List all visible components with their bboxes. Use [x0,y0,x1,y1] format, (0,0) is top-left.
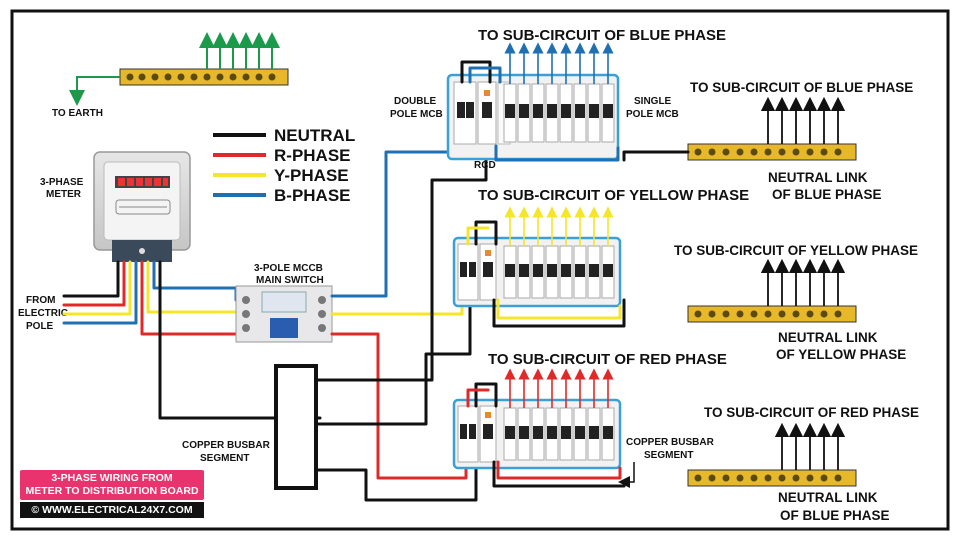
legend-r-phase-label: R-PHASE [274,146,351,165]
link-red-label-2: OF BLUE PHASE [780,508,890,523]
neutral-link-blue [622,96,857,162]
single-pole-label: SINGLE [634,96,672,107]
double-pole-label-2: POLE MCB [390,109,443,120]
from-pole-label: FROM [26,295,55,306]
caption-title-line1: 3-PHASE WIRING FROM [51,472,173,484]
link-blue-label: NEUTRAL LINK [768,170,868,185]
legend-b-phase-label: B-PHASE [274,186,351,205]
top-yellow-heading: TO SUB-CIRCUIT OF YELLOW PHASE [478,187,749,204]
mccb-main-switch [235,285,333,343]
earth-busbar [69,32,289,106]
right-yellow-heading: TO SUB-CIRCUIT OF YELLOW PHASE [674,243,918,258]
double-pole-label: DOUBLE [394,96,437,107]
neutral-link-yellow [687,258,857,323]
red-distribution-board [452,382,626,488]
legend-y-phase-label: Y-PHASE [274,166,349,185]
caption-title: 3-PHASE WIRING FROM METER TO DISTRIBUTIO… [20,470,204,500]
top-red-heading: TO SUB-CIRCUIT OF RED PHASE [488,351,727,368]
busbar-neutral-wires [274,130,488,502]
rcd-label: RCD [474,160,496,171]
link-yellow-label-2: OF YELLOW PHASE [776,347,906,362]
link-red-label: NEUTRAL LINK [778,490,878,505]
from-pole-label-2: ELECTRIC [18,308,68,319]
incoming-wires [62,260,138,325]
energy-meter [93,151,191,262]
caption-title-line2: METER TO DISTRIBUTION BOARD [25,485,199,497]
caption-box: 3-PHASE WIRING FROM METER TO DISTRIBUTIO… [20,470,204,518]
link-blue-label-2: OF BLUE PHASE [772,187,882,202]
blue-distribution-board [446,60,620,162]
from-pole-label-3: POLE [26,321,54,332]
mccb-label: 3-POLE MCCB [254,263,323,274]
to-earth-label: TO EARTH [52,108,103,119]
red-board-outputs [504,368,614,408]
meter-label-2: METER [46,189,82,200]
busbar-right-pointer [618,462,635,488]
outer-frame [10,9,950,531]
busbar-left-label: COPPER BUSBAR [182,440,271,451]
blue-board-outputs [504,42,614,84]
single-pole-label-2: POLE MCB [626,109,679,120]
yellow-board-outputs [504,206,614,246]
copper-busbar-left [274,364,318,490]
busbar-right-label: COPPER BUSBAR [626,437,715,448]
mccb-outgoing-wires [330,130,468,480]
busbar-right-label-2: SEGMENT [644,450,693,461]
legend: NEUTRAL R-PHASE Y-PHASE B-PHASE [213,126,355,205]
neutral-link-red [687,422,857,487]
busbar-left-label-2: SEGMENT [200,453,249,464]
right-red-heading: TO SUB-CIRCUIT OF RED PHASE [704,405,919,420]
link-yellow-label: NEUTRAL LINK [778,330,878,345]
caption-site: © WWW.ELECTRICAL24X7.COM [20,502,204,518]
legend-neutral-label: NEUTRAL [274,126,355,145]
top-blue-heading: TO SUB-CIRCUIT OF BLUE PHASE [478,27,726,44]
meter-to-mccb-wires [140,260,322,420]
right-blue-heading: TO SUB-CIRCUIT OF BLUE PHASE [690,80,913,95]
yellow-distribution-board [452,220,626,328]
mccb-label-2: MAIN SWITCH [256,275,324,286]
meter-label: 3-PHASE [40,177,84,188]
